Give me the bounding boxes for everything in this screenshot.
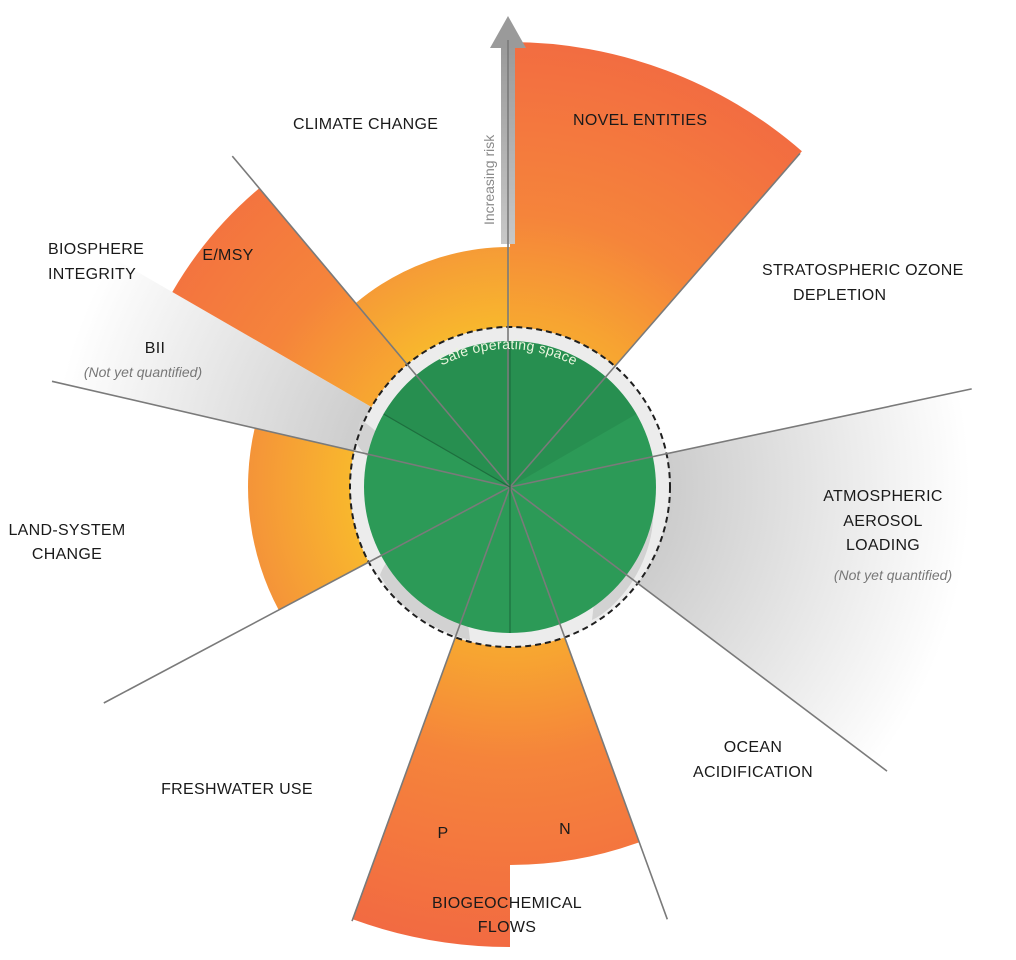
label-aerosol-line2: AEROSOL bbox=[843, 513, 922, 530]
divider-line bbox=[509, 486, 888, 772]
label-p: P bbox=[438, 825, 449, 842]
label-climate-change: CLIMATE CHANGE bbox=[293, 116, 438, 133]
label-bii-note: (Not yet quantified) bbox=[84, 364, 202, 380]
label-emsy: E/MSY bbox=[202, 247, 253, 264]
label-aerosol-line3: LOADING bbox=[846, 537, 920, 554]
increasing-risk-label: Increasing risk bbox=[481, 134, 497, 225]
divider-line bbox=[351, 486, 511, 922]
divider-line bbox=[509, 152, 801, 488]
label-n: N bbox=[559, 821, 571, 838]
risk-arrow-head bbox=[490, 16, 526, 48]
label-ozone-line1: STRATOSPHERIC OZONE bbox=[762, 262, 964, 279]
divider-line bbox=[231, 155, 511, 488]
increasing-risk-arrow bbox=[490, 16, 526, 480]
label-land-line1: LAND-SYSTEM bbox=[8, 522, 125, 539]
label-bii: BII bbox=[145, 340, 165, 357]
divider-line bbox=[509, 486, 669, 920]
label-ocean-line1: OCEAN bbox=[724, 739, 782, 756]
label-novel-entities: NOVEL ENTITIES bbox=[573, 112, 707, 129]
divider-line bbox=[51, 380, 511, 488]
label-aerosol-note: (Not yet quantified) bbox=[834, 567, 952, 583]
label-ozone-line2: DEPLETION bbox=[793, 287, 886, 304]
inner-divider-line bbox=[383, 413, 511, 488]
label-biosphere-line2: INTEGRITY bbox=[48, 266, 136, 283]
label-biosphere-line1: BIOSPHERE bbox=[48, 241, 144, 258]
boundary-dashed-circle bbox=[349, 326, 671, 648]
label-land-line2: CHANGE bbox=[32, 546, 102, 563]
label-aerosol-line1: ATMOSPHERIC bbox=[823, 488, 942, 505]
label-freshwater: FRESHWATER USE bbox=[161, 781, 313, 798]
sector-dividers bbox=[51, 152, 972, 922]
divider-line bbox=[509, 388, 972, 488]
label-biogeo-line1: BIOGEOCHEMICAL bbox=[432, 895, 582, 912]
label-biogeo-line2: FLOWS bbox=[478, 919, 536, 936]
label-ocean-line2: ACIDIFICATION bbox=[693, 764, 813, 781]
divider-line bbox=[103, 486, 511, 704]
